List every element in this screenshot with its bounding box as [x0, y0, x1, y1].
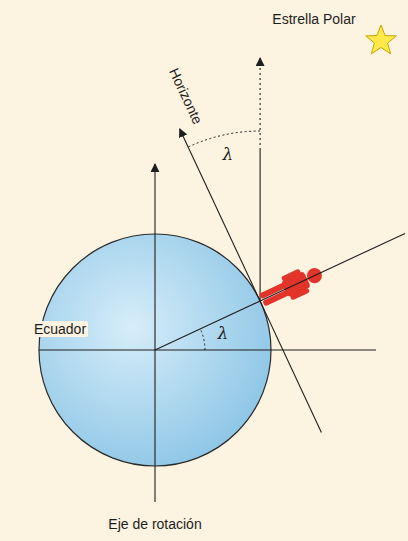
angle-label: λ	[218, 324, 229, 344]
angle-label: λ	[223, 145, 234, 165]
equator-label: Ecuador	[32, 321, 88, 337]
equator-line	[39, 349, 376, 350]
polaris-direction-dotted	[260, 58, 261, 150]
latitude-arc	[200, 329, 205, 350]
rotation-axis	[154, 164, 155, 502]
horizon-line	[180, 129, 322, 433]
axis-label: Eje de rotación	[108, 516, 201, 532]
horizon-label: Horizonte	[166, 65, 206, 126]
radial-line	[155, 233, 405, 350]
star-label: Estrella Polar	[272, 11, 355, 27]
polaris-direction	[260, 150, 261, 301]
polaris-star	[366, 25, 397, 54]
